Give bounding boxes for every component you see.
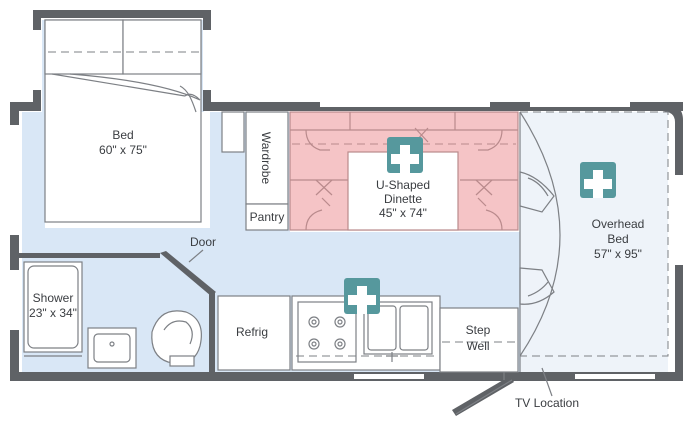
bathroom: Shower 23" x 34" <box>19 251 216 372</box>
step-label-1: Step <box>466 323 491 337</box>
windows <box>10 30 683 379</box>
dinette-label-1: U-Shaped <box>376 178 430 192</box>
overhead-label-1: Overhead <box>592 217 645 231</box>
plus-icon <box>391 145 419 173</box>
shower-size: 23" x 34" <box>29 306 77 320</box>
plus-icon <box>348 286 376 314</box>
feature-marker-1[interactable] <box>387 137 423 173</box>
pantry-label: Pantry <box>250 210 285 224</box>
dinette-label-2: Dinette <box>384 192 422 206</box>
step-well: Step Well <box>439 307 519 373</box>
refrig-label: Refrig <box>236 325 268 339</box>
plus-icon <box>584 170 612 198</box>
bed: Bed 60" x 75" <box>44 19 202 223</box>
feature-marker-2[interactable] <box>580 162 616 198</box>
pantry: Pantry <box>245 203 289 231</box>
tv-location-label: TV Location <box>515 396 579 410</box>
entry-door <box>452 372 514 416</box>
door-label: Door <box>190 235 216 249</box>
overhead-size: 57" x 95" <box>594 247 642 261</box>
door-leader <box>188 249 204 263</box>
bed-label: Bed <box>112 128 133 142</box>
dinette-size: 45" x 74" <box>379 206 427 220</box>
shower-label: Shower <box>33 291 74 305</box>
wardrobe: Wardrobe <box>221 111 289 205</box>
feature-marker-3[interactable] <box>344 278 380 314</box>
tv-location: TV Location <box>515 367 579 410</box>
refrig-box <box>217 295 291 371</box>
overhead-floor <box>520 112 668 372</box>
step-label-2: Well <box>466 339 489 353</box>
wardrobe-label: Wardrobe <box>259 132 273 185</box>
bed-size: 60" x 75" <box>99 143 147 157</box>
overhead-label-2: Bed <box>607 232 628 246</box>
overhead-bed: Overhead Bed 57" x 95" <box>519 111 669 372</box>
